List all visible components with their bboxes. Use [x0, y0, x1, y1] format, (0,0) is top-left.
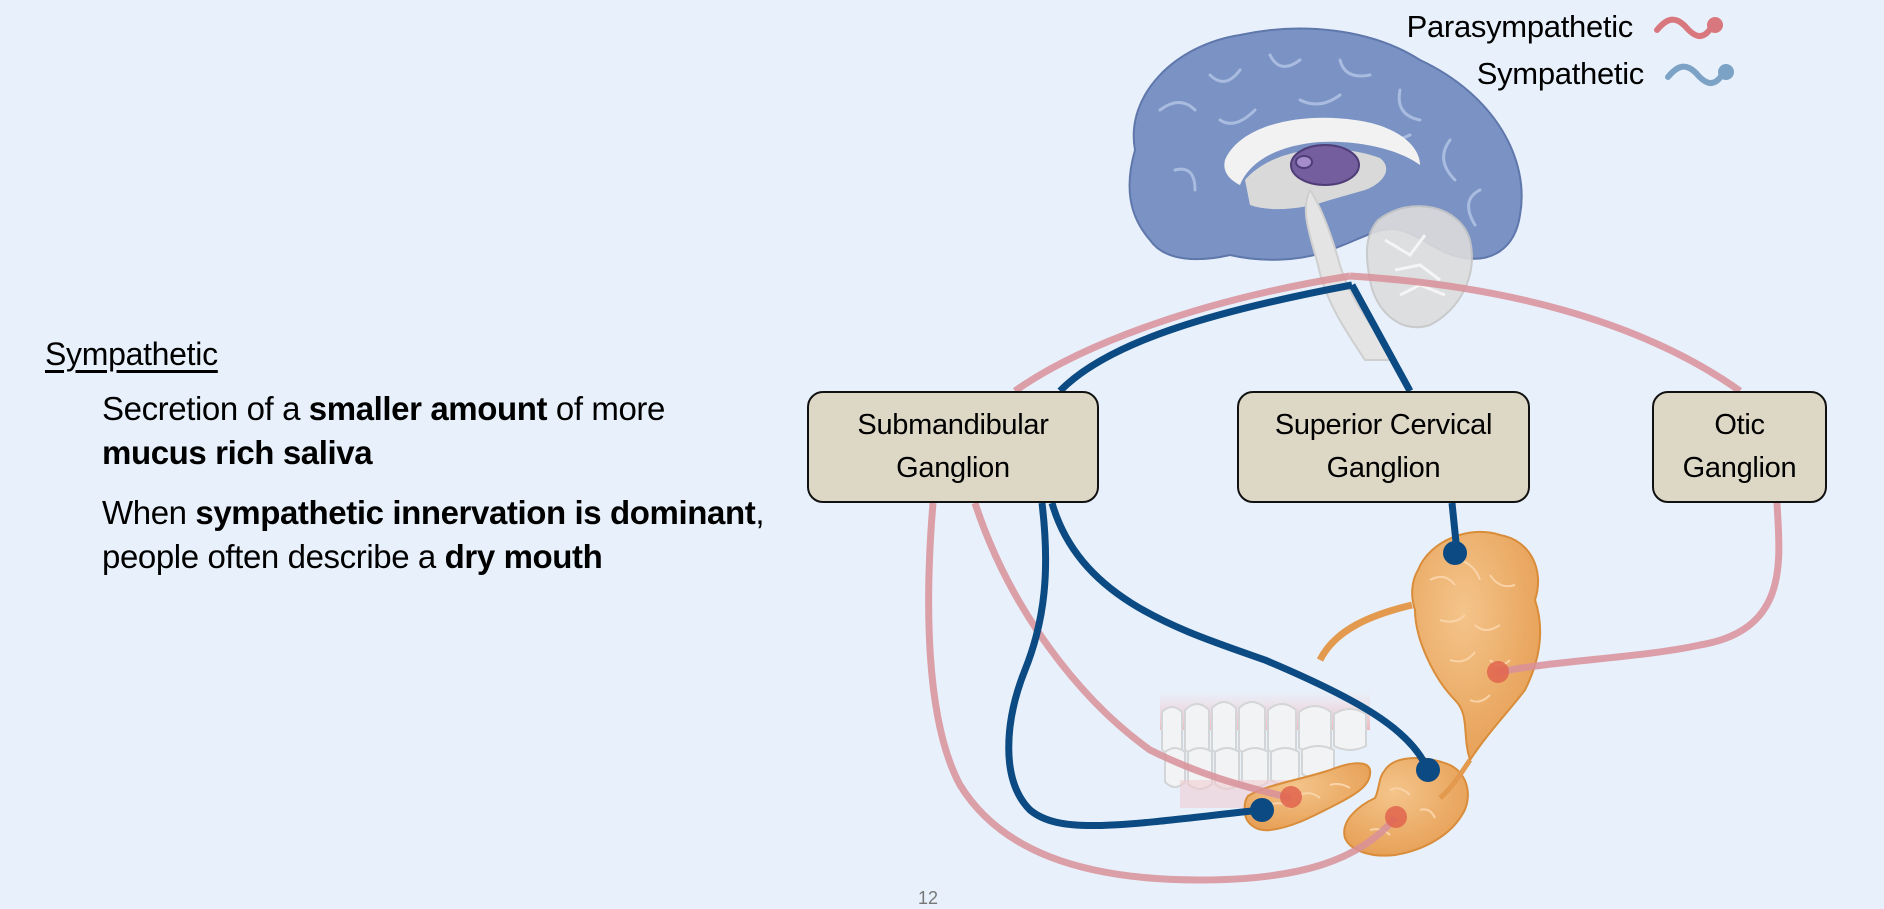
symp-path-to-submandibular-gland	[1048, 502, 1431, 770]
otic-ganglion-box: Otic Ganglion	[1652, 391, 1827, 503]
sympathetic-description: Sympathetic Secretion of a smaller amoun…	[45, 336, 865, 595]
thalamus	[1290, 144, 1360, 186]
para-path-submandibular-to-submandibular-gland	[925, 502, 1398, 884]
legend-label-parasympathetic: Parasympathetic	[1406, 9, 1634, 44]
para-endpoint-sublingual	[1280, 786, 1302, 808]
symp-path-brain-to-submandibular	[1057, 281, 1353, 394]
para-path-brain-to-otic	[1349, 272, 1743, 394]
symp-endpoint-sublingual	[1250, 798, 1274, 822]
cerebellum	[1365, 205, 1473, 329]
parotid-gland	[1411, 530, 1542, 763]
brain-illustration	[1128, 27, 1523, 361]
sympathetic-nerve-icon	[1665, 63, 1734, 86]
legend-item-sympathetic: Sympathetic	[1477, 56, 1736, 92]
ganglion-label-line2: Ganglion	[896, 452, 1010, 484]
submandibular-gland	[1343, 757, 1469, 857]
parasympathetic-nerve-icon	[1654, 16, 1723, 39]
sympathetic-pathways	[1005, 281, 1461, 830]
page-number: 12	[918, 888, 939, 908]
legend-item-parasympathetic: Parasympathetic	[1407, 9, 1725, 45]
section-heading: Sympathetic	[45, 336, 218, 372]
ganglion-label-line1: Submandibular	[857, 409, 1049, 441]
para-endpoint-parotid	[1487, 661, 1509, 683]
ganglion-label-line1: Superior Cervical	[1274, 409, 1493, 441]
parasympathetic-pathways	[925, 272, 1783, 884]
legend-label-sympathetic: Sympathetic	[1476, 56, 1645, 91]
symp-path-to-sublingual	[1005, 502, 1261, 830]
submandibular-ganglion-box: Submandibular Ganglion	[807, 391, 1099, 503]
para-path-submandibular-to-sublingual	[971, 501, 1291, 802]
paragraph-secretion: Secretion of a smaller amount of more mu…	[102, 390, 665, 471]
ganglion-label-line2: Ganglion	[1326, 452, 1441, 484]
symp-path-brain-to-superior-cervical	[1348, 283, 1414, 393]
salivary-glands	[1243, 530, 1542, 857]
parotid-duct	[1316, 601, 1413, 662]
superior-cervical-ganglion-box: Superior Cervical Ganglion	[1237, 391, 1530, 503]
para-path-brain-to-submandibular	[1012, 272, 1351, 394]
para-endpoint-submandibular	[1385, 806, 1407, 828]
nerve-endpoints	[1250, 541, 1509, 828]
symp-endpoint-parotid	[1443, 541, 1467, 565]
corpus-callosum	[1224, 117, 1420, 185]
ganglion-label-line2: Ganglion	[1682, 452, 1797, 484]
paragraph-dry-mouth: When sympathetic innervation is dominant…	[102, 494, 765, 575]
ganglion-label-line1: Otic	[1714, 409, 1765, 441]
para-path-otic-to-parotid	[1497, 502, 1783, 676]
symp-endpoint-submandibular	[1416, 758, 1440, 782]
